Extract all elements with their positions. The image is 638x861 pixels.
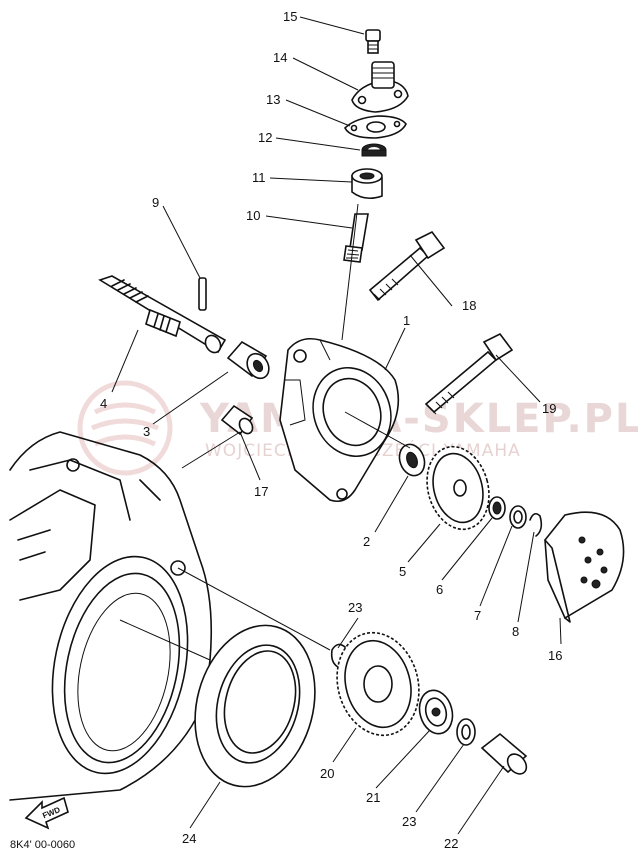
part-3-bushing <box>226 340 270 380</box>
part-18-bolt <box>368 230 446 302</box>
part-4-worm-shaft <box>98 275 227 354</box>
part-14-drive-housing <box>351 61 409 113</box>
callout-2: 2 <box>363 534 370 549</box>
part-10-drive-gear <box>343 213 369 263</box>
part-7-washer <box>509 505 527 529</box>
part-16-cover-plate <box>544 511 625 623</box>
watermark-logo-icon <box>77 380 173 476</box>
callout-15: 15 <box>283 9 297 24</box>
diagram-code: 8K4' 00-0060 <box>10 839 75 851</box>
part-17-dowel-pin <box>220 404 254 436</box>
callout-14: 14 <box>273 50 287 65</box>
callout-23-upper: 23 <box>348 600 362 615</box>
crankcase <box>9 431 213 801</box>
callout-8: 8 <box>512 624 519 639</box>
callout-17: 17 <box>254 484 268 499</box>
part-1-gear-housing <box>279 337 400 503</box>
part-22-collar <box>480 732 528 775</box>
part-12-oil-seal <box>361 143 387 157</box>
callout-leaders <box>111 16 562 835</box>
part-8-circlip <box>529 512 543 537</box>
callout-24: 24 <box>182 831 196 846</box>
part-5-gear <box>426 445 490 531</box>
assembly-axis-lines <box>119 203 411 661</box>
callout-19: 19 <box>542 401 556 416</box>
callout-1: 1 <box>403 313 410 328</box>
fwd-arrow-icon: FWD <box>24 796 69 830</box>
callout-10: 10 <box>246 208 260 223</box>
part-2-washer <box>398 443 426 477</box>
callout-4: 4 <box>100 396 107 411</box>
callout-6: 6 <box>436 582 443 597</box>
callout-21: 21 <box>366 790 380 805</box>
part-24-oil-seal <box>194 624 316 788</box>
part-11-bushing <box>351 168 383 200</box>
callout-3: 3 <box>143 424 150 439</box>
part-23-washer-lower <box>456 718 476 746</box>
callout-5: 5 <box>399 564 406 579</box>
part-9-pin <box>198 277 207 311</box>
part-15-bolt <box>365 29 381 54</box>
callout-labels: 15 14 13 12 11 10 9 18 1 4 3 19 17 2 5 6… <box>100 9 562 851</box>
callout-11: 11 <box>252 170 266 185</box>
watermark-main-text: YAMAHA-SKLEP.PL <box>199 396 638 442</box>
part-19-bolt <box>424 332 514 415</box>
callout-20: 20 <box>320 766 334 781</box>
callout-22: 22 <box>444 836 458 851</box>
callout-16: 16 <box>548 648 562 663</box>
part-21-bearing <box>418 689 454 735</box>
callout-12: 12 <box>258 130 272 145</box>
part-13-gasket <box>344 115 407 139</box>
part-6-washer <box>488 496 506 520</box>
part-20-gear <box>336 631 420 737</box>
callout-18: 18 <box>462 298 476 313</box>
callout-7: 7 <box>474 608 481 623</box>
callout-9: 9 <box>152 195 159 210</box>
callout-23-lower: 23 <box>402 814 416 829</box>
callout-13: 13 <box>266 92 280 107</box>
